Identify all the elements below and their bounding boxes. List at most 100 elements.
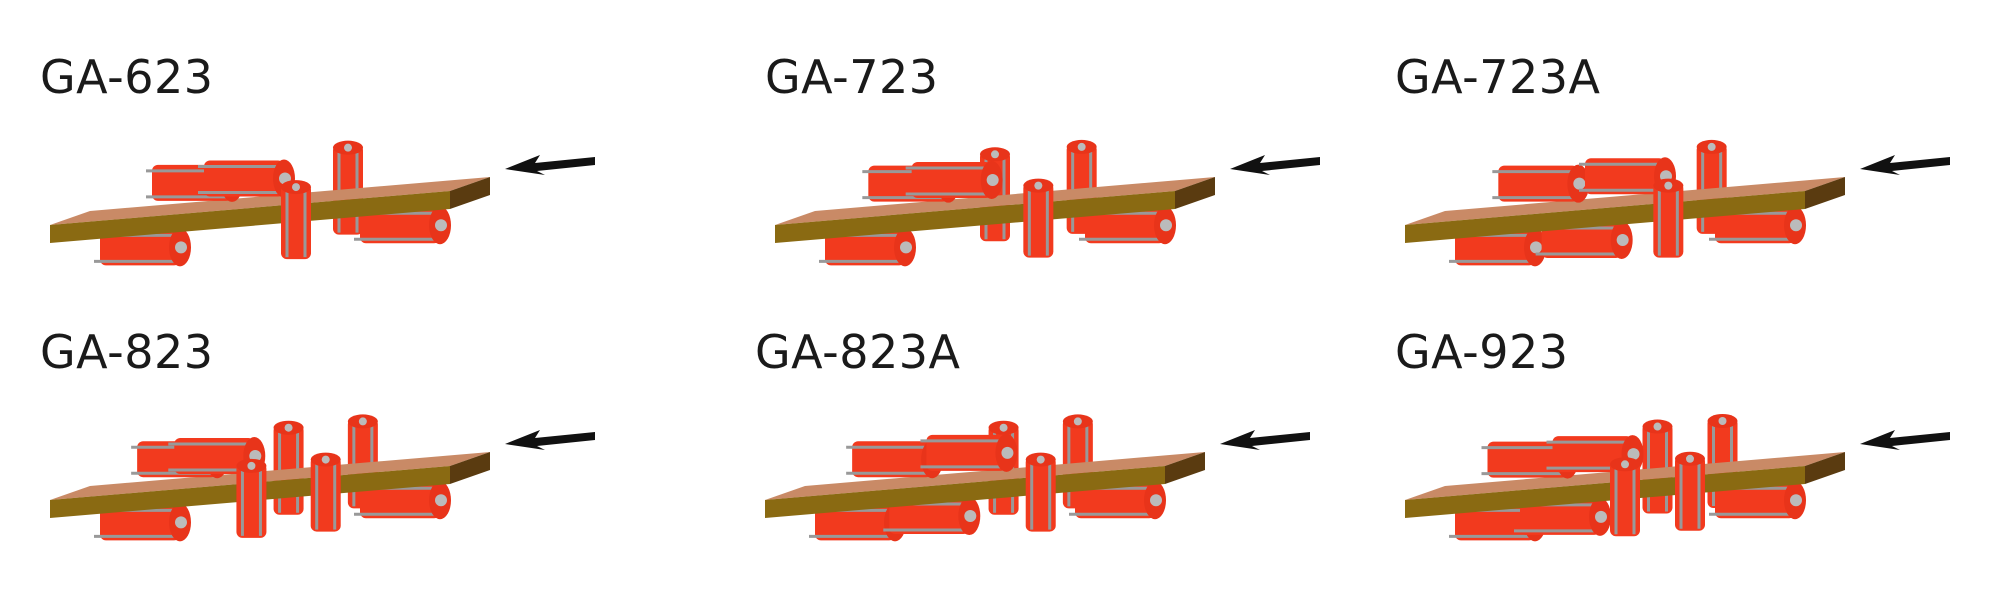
model-label: GA-823	[40, 325, 214, 379]
board-end	[1805, 452, 1845, 484]
spindle-body	[852, 441, 933, 478]
machine-panel-3: GA-823	[40, 325, 700, 615]
board-front	[50, 191, 450, 243]
machine-panel-2: GA-723A	[1395, 50, 2000, 340]
spindle-hub	[986, 173, 999, 186]
spindle-hub	[1530, 241, 1542, 254]
feed-arrow-icon	[505, 430, 595, 450]
bottom-spindle	[1449, 228, 1546, 267]
spindle-body	[1715, 207, 1795, 244]
front-vertical-spindle	[310, 452, 341, 532]
spindle-hub	[1595, 510, 1607, 523]
front-vertical-spindle	[1653, 178, 1684, 258]
spindle-hub	[358, 417, 367, 426]
front-vertical-spindle	[1023, 178, 1054, 258]
spindle-hub	[175, 241, 187, 254]
spindle-diagram	[1405, 139, 1950, 267]
spindle-hub	[1707, 142, 1716, 151]
board-top	[50, 177, 490, 225]
spindle-hub	[435, 219, 447, 232]
board-front	[765, 466, 1165, 518]
top-spindle	[1492, 164, 1590, 203]
top-spindle	[198, 159, 295, 198]
back-vertical-spindle	[273, 420, 304, 515]
board-end	[450, 452, 490, 484]
bottom-spindle	[1535, 220, 1633, 259]
machine-panel-5: GA-923	[1395, 325, 2000, 615]
bottom-spindle	[883, 497, 981, 536]
spindle-diagram	[50, 414, 595, 542]
spindle-hub	[1573, 177, 1586, 190]
spindle-hub	[999, 423, 1008, 432]
machine-panel-1: GA-723	[765, 50, 1425, 340]
feed-arrow-icon	[1860, 155, 1950, 175]
spindle-hub	[1621, 460, 1629, 469]
spindle-body	[100, 504, 180, 541]
spindle-body	[1498, 165, 1579, 202]
spindle-diagram	[50, 140, 595, 267]
machine-panel-0: GA-623	[40, 50, 700, 340]
spindle-hub	[1616, 233, 1629, 246]
spindle-hub	[284, 423, 293, 432]
spindle-hub	[1160, 219, 1172, 232]
spindle-hub	[964, 510, 977, 523]
spindle-body	[815, 504, 895, 541]
top-spindle	[920, 433, 1018, 472]
board-end	[450, 177, 490, 209]
machine-panel-4: GA-823A	[755, 325, 1415, 615]
front-vertical-spindle	[1025, 452, 1056, 532]
spindle-diagram	[775, 139, 1320, 267]
model-label: GA-823A	[755, 325, 961, 379]
spindle-hub	[344, 143, 352, 152]
spindle-body	[889, 498, 970, 535]
spindle-hub	[991, 150, 999, 159]
spindle-hub	[1718, 417, 1727, 426]
spindle-body	[1455, 229, 1535, 266]
spindle-hub	[1073, 417, 1082, 426]
board-end	[1175, 177, 1215, 209]
spindle-body	[1085, 207, 1165, 244]
spindle-hub	[1790, 494, 1802, 507]
bottom-spindle	[354, 206, 451, 245]
board-front	[775, 191, 1175, 243]
spindle-body	[1585, 158, 1665, 195]
feed-arrow-icon	[1860, 430, 1950, 450]
spindle-diagram	[765, 414, 1310, 542]
feed-arrow-icon	[1220, 430, 1310, 450]
spindle-hub	[1036, 455, 1045, 464]
feed-arrow-icon	[1230, 155, 1320, 175]
board-top	[765, 452, 1205, 500]
back-vertical-spindle	[333, 140, 363, 235]
board-top	[775, 177, 1215, 225]
spindle-body	[926, 434, 1007, 471]
spindle-hub	[175, 516, 187, 529]
spindle-hub	[900, 241, 912, 254]
spindle-body	[174, 438, 255, 475]
spindle-hub	[1664, 181, 1673, 190]
board-front	[1405, 191, 1805, 243]
spindle-body	[360, 207, 440, 244]
spindle-body	[1520, 498, 1600, 535]
board-end	[1165, 452, 1205, 484]
spindle-body	[911, 161, 992, 198]
spindle-hub	[1653, 422, 1662, 431]
spindle-body	[825, 229, 905, 266]
spindle-body	[360, 482, 440, 519]
spindle-body	[100, 229, 180, 266]
spindle-body	[1715, 482, 1795, 519]
feed-arrow-icon	[505, 155, 595, 175]
spindle-body	[204, 160, 284, 197]
spindle-hub	[292, 183, 300, 192]
top-spindle	[905, 160, 1003, 199]
spindle-hub	[321, 455, 330, 464]
spindle-hub	[1034, 181, 1043, 190]
front-vertical-spindle	[1610, 457, 1640, 537]
front-vertical-spindle	[281, 180, 311, 260]
model-label: GA-723A	[1395, 50, 1601, 104]
spindle-hub	[247, 461, 256, 470]
board-top	[1405, 177, 1845, 225]
spindle-hub	[1790, 219, 1802, 232]
front-vertical-spindle	[236, 458, 267, 538]
spindle-hub	[435, 494, 447, 507]
board-end	[1805, 177, 1845, 209]
